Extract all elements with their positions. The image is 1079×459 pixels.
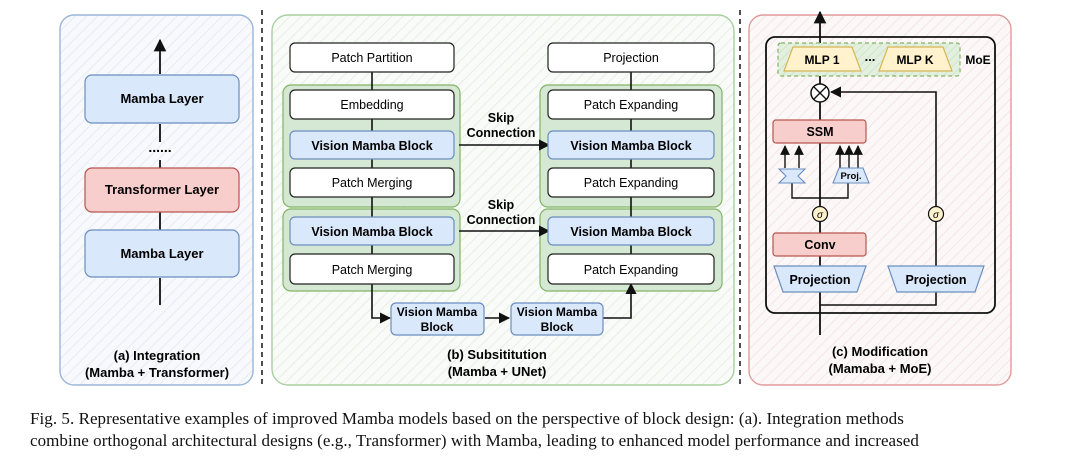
projection-left-label: Projection [789,273,850,287]
dec-vision-mamba-block-2-label: Vision Mamba Block [570,225,691,239]
panel-a-caption-line2: (Mamba + Transformer) [85,365,229,380]
dec-vision-mamba-block-1 [547,130,715,160]
bottleneck-vision-mamba-block-1 [390,302,485,336]
mlp-k-label: MLP K [896,53,933,67]
enc-vision-mamba-block-2-label: Vision Mamba Block [311,225,432,239]
ssm-label: SSM [806,125,833,139]
figure-caption-line1: Fig. 5. Representative examples of impro… [30,409,904,428]
enc-vision-mamba-block-1 [289,130,455,160]
bottleneck-2-label-line2: Block [541,320,574,334]
small-hourglass-projection [777,168,807,184]
mlp-1-box [783,46,862,72]
mlp-1-label: MLP 1 [804,53,839,67]
patch-merging-box-1 [289,167,455,198]
patch-partition-box [289,42,455,73]
enc-to-bottleneck-arrow [371,284,392,324]
mamba-layer-bottom-label: Mamba Layer [120,246,203,261]
embedding-box [289,89,455,120]
panel-c-caption-line2: (Mamaba + MoE) [829,361,932,376]
enc-vision-mamba-block-2 [289,216,455,246]
dec-vision-mamba-block-1-label: Vision Mamba Block [570,139,691,153]
sigma-node-left [811,205,829,223]
sigma-left-label: σ [817,210,824,221]
branch-right [820,182,849,199]
bottleneck-2-label-line1: Vision Mamba [517,305,598,319]
panel-c-modification: MLP 1 ... MLP K MoE SSM Proj. σ σ Conv P… [748,10,1012,386]
mamba-layer-top-label: Mamba Layer [120,91,203,106]
figure-caption: Fig. 5. Representative examples of impro… [30,408,1060,452]
skip-connection-1-label-1: Skip [488,111,515,125]
enc-vision-mamba-block-1-label: Vision Mamba Block [311,139,432,153]
mamba-layer-bottom [84,229,240,278]
transformer-layer-label: Transformer Layer [105,182,219,197]
patch-merging-box-2 [289,253,455,285]
panel-b-substitution: Skip Connection Skip Connection Patch Pa… [271,14,735,386]
bottleneck-1-label-line1: Vision Mamba [397,305,478,319]
projection-right-box [887,265,985,293]
panel-c-caption-line1: (c) Modification [832,344,928,359]
bottleneck-vision-mamba-block-2 [510,302,604,336]
bottleneck-1-label-line2: Block [421,320,454,334]
sigma-node-right [927,205,945,223]
transformer-layer [84,167,240,213]
panel-a-caption-line1: (a) Integration [114,348,201,363]
layer-ellipsis: ...... [148,139,171,155]
gate-branch-input [820,292,937,306]
gate-to-multiply-arrow [829,86,937,207]
projection-label-b: Projection [603,51,659,65]
mamba-layer-top [84,74,240,124]
panel-b-caption-line2: (Mamba + UNet) [448,364,547,379]
moe-label: MoE [965,53,990,67]
dec-vision-mamba-block-2 [547,216,715,246]
conv-box [772,232,867,257]
patch-partition-label: Patch Partition [331,51,412,65]
patch-expanding-label-bottom: Patch Expanding [584,263,679,277]
patch-expanding-box-top [547,89,715,120]
projection-left-box [773,265,867,293]
projection-right-label: Projection [905,273,966,287]
patch-expanding-box-mid [547,167,715,198]
sigma-right-label: σ [933,210,940,221]
panel-b-caption-line1: (b) Subsititution [447,347,547,362]
ssm-box [772,119,867,144]
patch-expanding-box-bottom [547,253,715,285]
patch-merging-label-2: Patch Merging [332,263,413,277]
branch-left [791,182,820,199]
conv-label: Conv [804,238,835,252]
skip-connection-1-label-2: Connection [467,126,536,140]
multiply-node-x2 [813,86,827,100]
skip-connection-2-label-1: Skip [488,198,515,212]
patch-expanding-label-top: Patch Expanding [584,98,679,112]
bottleneck-to-dec-arrow [603,282,637,319]
small-proj-label: Proj. [840,171,861,182]
skip-connection-2-label-2: Connection [467,213,536,227]
figure-caption-line2: combine orthogonal architectural designs… [30,431,919,450]
mlp-k-box [878,46,953,72]
panel-a-integration: Mamba Layer ...... Transformer Layer Mam… [59,14,254,386]
small-proj-box [832,167,870,184]
embedding-label: Embedding [340,98,403,112]
mamba-block-outline [765,36,996,314]
patch-merging-label-1: Patch Merging [332,176,413,190]
patch-expanding-label-mid: Patch Expanding [584,176,679,190]
mlp-ellipsis: ... [865,49,876,64]
diagram-canvas: Mamba Layer ...... Transformer Layer Mam… [59,10,1012,386]
projection-box-b [547,42,715,73]
